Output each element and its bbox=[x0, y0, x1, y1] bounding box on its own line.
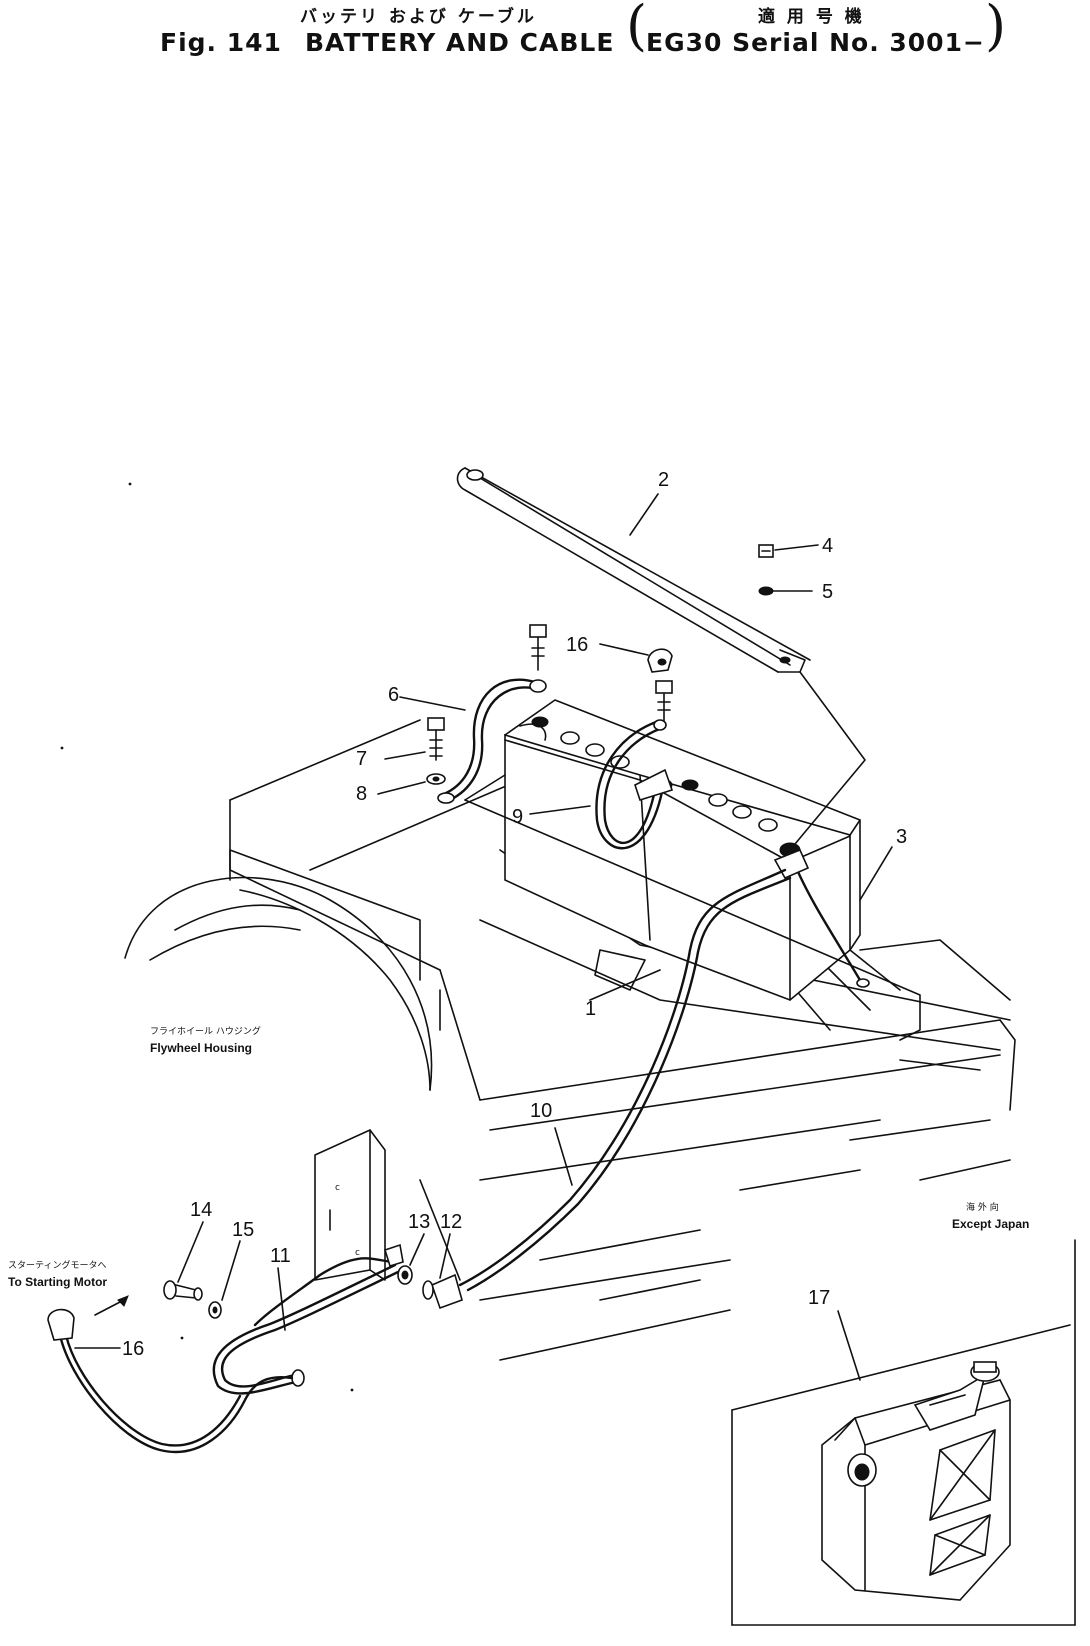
callout-9: 9 bbox=[512, 806, 523, 828]
cable-part-16-to-starter bbox=[47, 1295, 294, 1453]
flywheel-housing: c c bbox=[124, 849, 441, 1281]
nut-part-4 bbox=[758, 544, 774, 558]
annotation-labels: フライホイール ハウジング Flywheel Housing スターティングモー… bbox=[8, 1025, 1029, 1289]
callout-6: 6 bbox=[388, 684, 399, 706]
callout-12: 12 bbox=[440, 1211, 462, 1233]
open-paren: ( bbox=[626, 0, 648, 57]
leader-lines bbox=[74, 493, 893, 1381]
callout-2: 2 bbox=[658, 469, 669, 491]
figure-title: BATTERY AND CABLE bbox=[305, 28, 615, 57]
callout-7: 7 bbox=[356, 748, 367, 770]
except-japan-box bbox=[731, 1239, 1076, 1626]
terminal-bolt-top-right bbox=[655, 680, 673, 723]
japanese-title: バッテリ および ケーブル bbox=[300, 7, 537, 27]
callout-1: 1 bbox=[585, 998, 596, 1020]
washer-part-5 bbox=[758, 586, 774, 596]
cable-part-6 bbox=[437, 678, 547, 804]
callout-16-terminal: 16 bbox=[566, 634, 588, 656]
flywheel-housing-label: Flywheel Housing bbox=[150, 1041, 252, 1055]
starting-motor-label: To Starting Motor bbox=[8, 1275, 107, 1289]
insulator-part-13 bbox=[397, 1265, 413, 1285]
cable-part-11 bbox=[212, 1243, 404, 1395]
cable-part-9 bbox=[595, 719, 674, 850]
svg-text:c: c bbox=[355, 1248, 360, 1258]
callout-5: 5 bbox=[822, 581, 833, 603]
callout-3: 3 bbox=[896, 826, 907, 848]
japanese-applicability: 適 用 号 機 bbox=[758, 7, 865, 27]
starting-motor-label-jp: スターティングモータへ bbox=[8, 1259, 106, 1271]
close-paren: ) bbox=[985, 0, 1007, 57]
cable-part-10 bbox=[458, 868, 792, 1292]
figure-header: バッテリ および ケーブル 適 用 号 機 Fig. 141 BATTERY A… bbox=[0, 0, 1090, 70]
washer-part-8 bbox=[426, 773, 446, 785]
terminal-bolt-top-left bbox=[529, 624, 547, 671]
water-can-part-17 bbox=[821, 1361, 1011, 1601]
callout-16-starter: 16 bbox=[122, 1338, 144, 1360]
callout-17: 17 bbox=[808, 1287, 830, 1309]
svg-text:c: c bbox=[335, 1183, 340, 1193]
flywheel-housing-label-jp: フライホイール ハウジング bbox=[150, 1025, 261, 1037]
callout-4: 4 bbox=[822, 535, 833, 557]
serial-applicability: EG30 Serial No. 3001− bbox=[646, 28, 985, 57]
callout-10: 10 bbox=[530, 1100, 552, 1122]
callout-15: 15 bbox=[232, 1219, 254, 1241]
callout-11: 11 bbox=[270, 1245, 291, 1267]
callout-numbers: 1 2 3 4 5 6 7 8 9 10 11 12 13 14 15 16 1… bbox=[122, 469, 907, 1360]
callout-8: 8 bbox=[356, 783, 367, 805]
hold-down-bar bbox=[456, 467, 866, 851]
figure-number: Fig. 141 bbox=[160, 28, 282, 57]
bolt-part-7 bbox=[427, 717, 445, 761]
battery-tray bbox=[464, 774, 921, 1041]
stray-marks bbox=[60, 482, 354, 1392]
terminal-cap-part-16 bbox=[647, 648, 673, 673]
washer-part-15 bbox=[208, 1301, 222, 1319]
chassis-frame bbox=[229, 719, 1016, 1361]
except-japan-label: Except Japan bbox=[952, 1217, 1029, 1231]
bolt-part-14 bbox=[163, 1280, 203, 1301]
callout-13: 13 bbox=[408, 1211, 430, 1233]
callout-14: 14 bbox=[190, 1199, 212, 1221]
except-japan-label-jp: 海 外 向 bbox=[966, 1201, 999, 1213]
connector-part-12 bbox=[422, 1273, 463, 1310]
